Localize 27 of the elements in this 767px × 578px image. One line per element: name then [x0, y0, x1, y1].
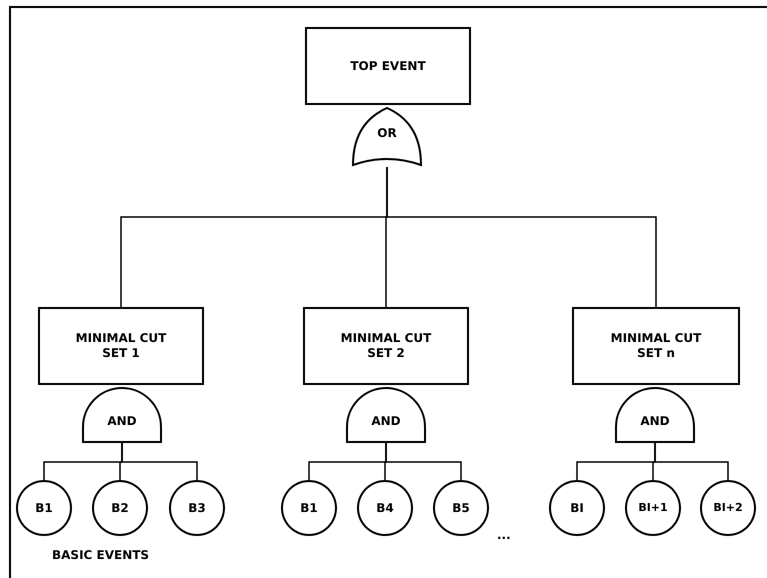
ellipsis-mark: ... — [497, 528, 511, 542]
connector-line — [385, 443, 462, 480]
connector-line — [386, 167, 657, 307]
event-label: BI+1 — [638, 501, 668, 515]
event-label: BI+2 — [713, 501, 743, 515]
event-label: B5 — [452, 500, 470, 516]
event-label: MINIMAL CUT SET 2 — [340, 331, 432, 361]
event-label: TOP EVENT — [350, 58, 426, 74]
connector-line — [121, 443, 198, 480]
event-label: B3 — [188, 500, 206, 516]
event-box — [305, 27, 471, 105]
event-label: BI — [570, 500, 584, 516]
event-label: MINIMAL CUT SET n — [610, 331, 702, 361]
gate-label: AND — [640, 414, 670, 429]
event-label: B1 — [35, 500, 53, 516]
event-label: B1 — [300, 500, 318, 516]
gate-label: AND — [107, 414, 137, 429]
group-label: BASIC EVENTS — [52, 548, 150, 562]
gate-label: AND — [371, 414, 401, 429]
connector-line — [654, 443, 729, 480]
event-box — [572, 307, 740, 385]
event-label: B2 — [111, 500, 129, 516]
event-box — [303, 307, 469, 385]
event-label: B4 — [376, 500, 394, 516]
event-box — [38, 307, 204, 385]
event-label: MINIMAL CUT SET 1 — [74, 331, 168, 361]
gate-label: OR — [377, 126, 397, 140]
